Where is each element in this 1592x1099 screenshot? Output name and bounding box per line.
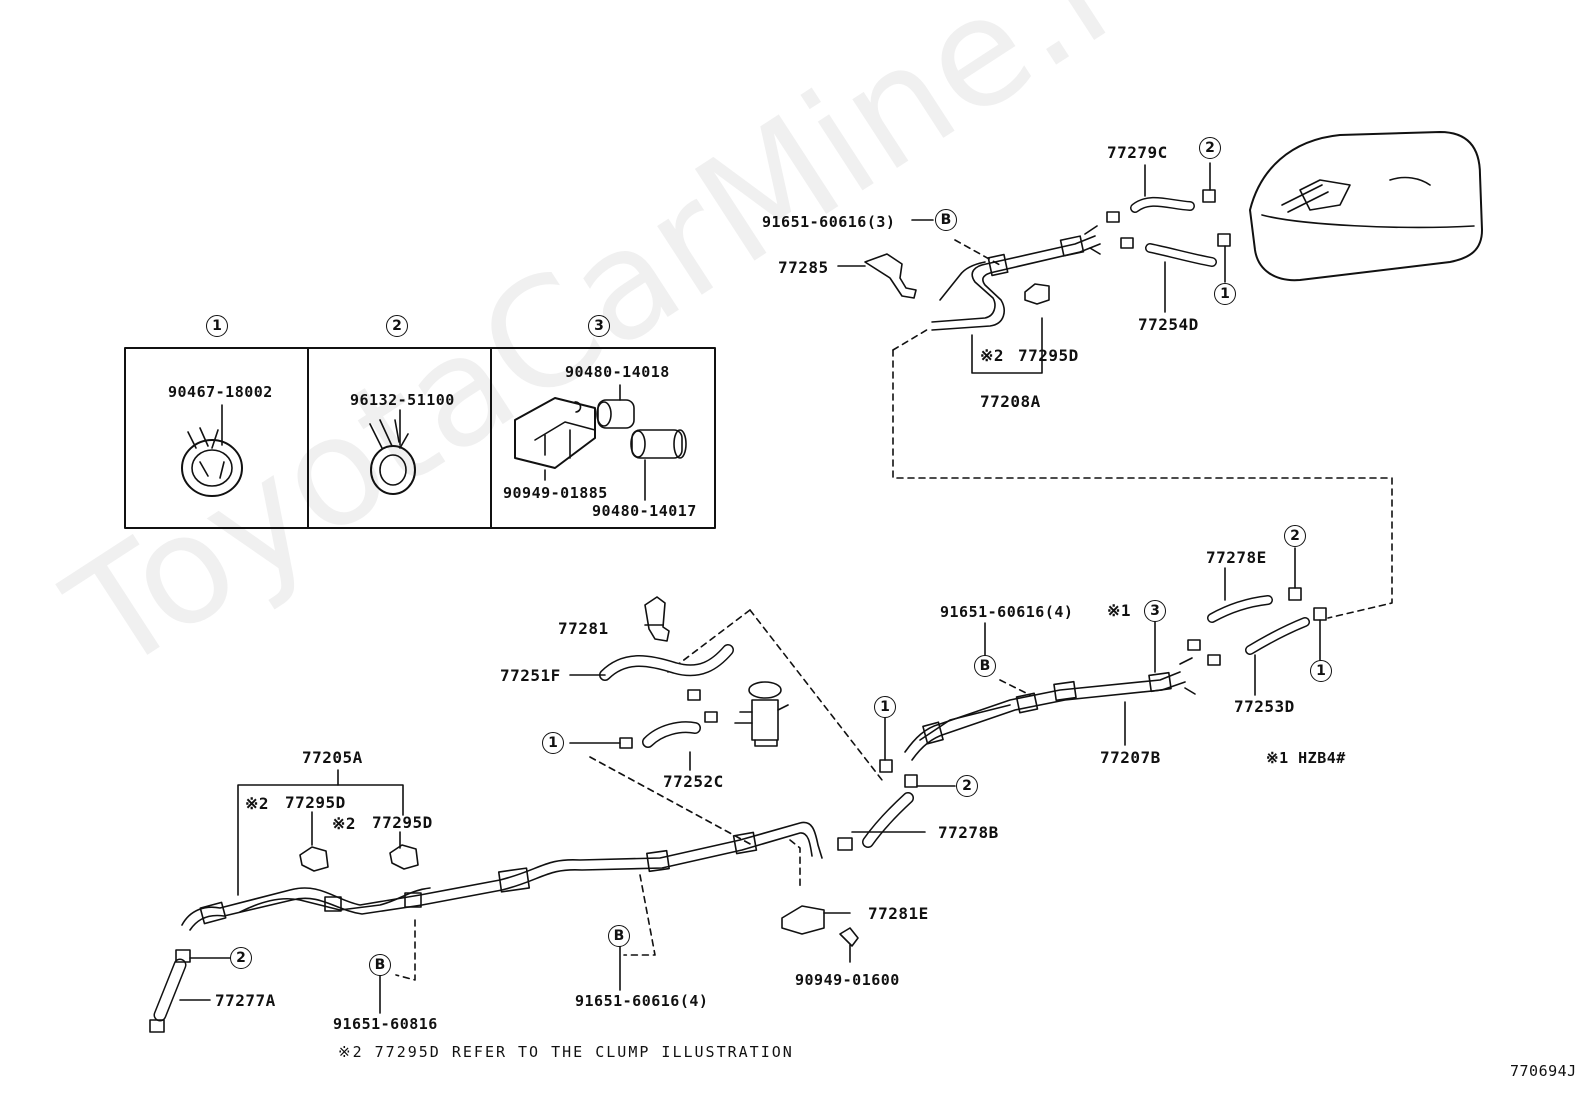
- label-77281: 77281: [558, 619, 609, 638]
- marker-2-a: 2: [1199, 137, 1221, 159]
- legend-marker-2: 2: [386, 315, 408, 337]
- marker-1-c: 1: [874, 696, 896, 718]
- figure-id: 770694J: [1510, 1062, 1577, 1080]
- dashed-connectors: [395, 239, 1393, 981]
- marker-b-c: B: [608, 925, 630, 947]
- pipe-77207b: [904, 639, 1221, 761]
- legend-marker-3: 3: [588, 315, 610, 337]
- marker-2-b: 2: [1284, 525, 1306, 547]
- legend-part-90467-18002: 90467-18002: [168, 383, 273, 401]
- upper-hoses: [1106, 162, 1231, 313]
- pipe-77205a: [181, 769, 823, 931]
- marker-2-d: 2: [230, 947, 252, 969]
- label-77208a: 77208A: [980, 392, 1041, 411]
- label-91651-60816: 91651-60816: [333, 1015, 438, 1033]
- label-77285: 77285: [778, 258, 829, 277]
- label-91651-60616-3: 91651-60616(3): [762, 213, 896, 231]
- label-77252c: 77252C: [663, 772, 724, 791]
- label-77278b: 77278B: [938, 823, 999, 842]
- marker-b-d: B: [369, 954, 391, 976]
- ref-2-c: ※2: [332, 814, 357, 833]
- marker-1-a: 1: [1214, 283, 1236, 305]
- footnote: ※2 77295D REFER TO THE CLUMP ILLUSTRATIO…: [338, 1043, 794, 1061]
- marker-b-a: B: [935, 209, 957, 231]
- legend-part-90949-01885: 90949-01885: [503, 484, 608, 502]
- label-77295d-a: 77295D: [1018, 346, 1079, 365]
- label-77278e: 77278E: [1206, 548, 1267, 567]
- hoses-right: [984, 547, 1327, 746]
- note-variant: ※1 HZB4#: [1266, 749, 1346, 767]
- label-77295d-c: 77295D: [372, 813, 433, 832]
- marker-3: 3: [1144, 600, 1166, 622]
- ref-1: ※1: [1107, 601, 1132, 620]
- marker-b-b: B: [974, 655, 996, 677]
- marker-2-c: 2: [956, 775, 978, 797]
- label-77279c: 77279C: [1107, 143, 1168, 162]
- label-77205a: 77205A: [302, 748, 363, 767]
- ref-2-b: ※2: [245, 794, 270, 813]
- legend-part-90480-14018: 90480-14018: [565, 363, 670, 381]
- label-77281e: 77281E: [868, 904, 929, 923]
- ref-2-a: ※2: [980, 346, 1005, 365]
- label-90949-01600: 90949-01600: [795, 971, 900, 989]
- lower-hoses: [149, 219, 956, 1033]
- fuel-tank: [1249, 131, 1483, 282]
- label-91651-60616-4-a: 91651-60616(4): [940, 603, 1074, 621]
- label-91651-60616-4-b: 91651-60616(4): [575, 992, 709, 1010]
- label-77295d-b: 77295D: [285, 793, 346, 812]
- label-77207b: 77207B: [1100, 748, 1161, 767]
- label-77253d: 77253D: [1234, 697, 1295, 716]
- pipe-77208a: [864, 225, 1101, 374]
- marker-1-b: 1: [1310, 660, 1332, 682]
- legend-part-90480-14017: 90480-14017: [592, 502, 697, 520]
- legend-part-96132-51100: 96132-51100: [350, 391, 455, 409]
- label-77254d: 77254D: [1138, 315, 1199, 334]
- marker-1-d: 1: [542, 732, 564, 754]
- label-77277a: 77277A: [215, 991, 276, 1010]
- legend-box: [124, 347, 716, 529]
- label-77251f: 77251F: [500, 666, 561, 685]
- legend-marker-1: 1: [206, 315, 228, 337]
- left-mid-parts: [599, 596, 789, 749]
